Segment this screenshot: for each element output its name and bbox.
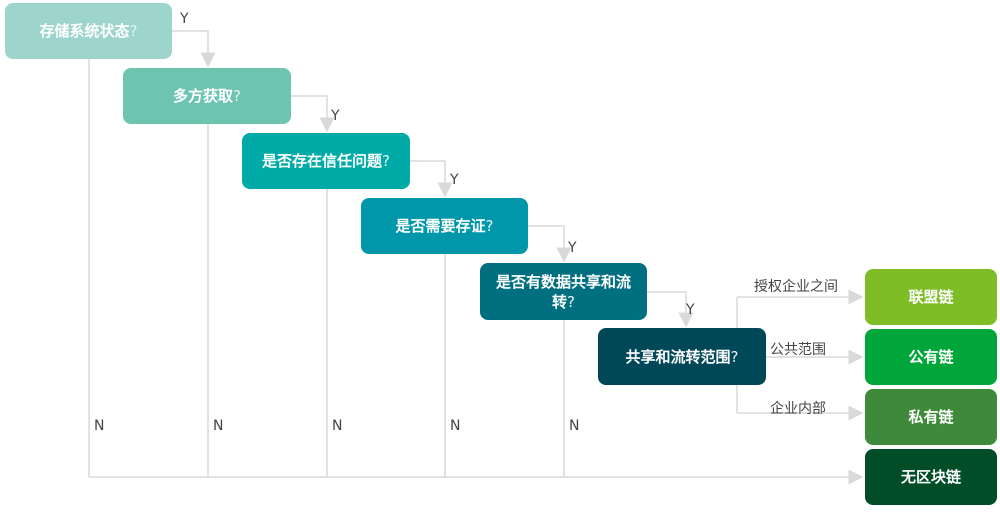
yes-label-4: Y <box>568 240 577 256</box>
question-mark: ? <box>485 217 494 235</box>
no-label-4: N <box>450 418 461 434</box>
result-private-chain: 私有链 <box>865 389 997 445</box>
no-label-3: N <box>332 418 343 434</box>
branch-label-authorized: 授权企业之间 <box>754 279 838 295</box>
question-text: 存储系统状态 <box>39 22 130 40</box>
question-text: 共享和流转范围 <box>625 347 731 366</box>
question-mark: ? <box>233 87 241 105</box>
yes-label-3: Y <box>450 172 459 188</box>
yes-arrow-4 <box>528 225 572 263</box>
question-text: 是否有数据共享和流转 <box>495 272 631 311</box>
no-label-5: N <box>569 418 580 434</box>
result-no-blockchain: 无区块链 <box>865 449 997 505</box>
question-trust: 是否存在信任问题? <box>242 133 410 189</box>
question-text: 多方获取 <box>173 87 234 105</box>
question-sharing-scope: 共享和流转范围? <box>598 328 766 385</box>
question-storage-state: 存储系统状态? <box>5 3 172 59</box>
question-text: 是否需要存证 <box>395 217 486 235</box>
yes-label-1: Y <box>180 11 189 27</box>
question-multi-party: 多方获取? <box>123 68 291 124</box>
result-public-chain: 公有链 <box>865 329 997 385</box>
yes-arrow-1 <box>172 30 216 68</box>
yes-label-2: Y <box>331 108 340 124</box>
yes-arrow-3 <box>410 160 453 198</box>
branch-label-public: 公共范围 <box>770 342 826 358</box>
question-mark: ? <box>382 152 390 170</box>
question-text: 是否存在信任问题 <box>262 152 383 170</box>
branch-label-internal: 企业内部 <box>770 401 826 417</box>
question-mark: ? <box>730 347 739 366</box>
no-label-2: N <box>213 418 224 434</box>
question-mark: ? <box>129 22 138 40</box>
question-evidence: 是否需要存证? <box>361 198 528 254</box>
yes-label-5: Y <box>686 302 695 318</box>
question-data-sharing: 是否有数据共享和流转? <box>480 263 647 320</box>
no-label-1: N <box>94 418 105 434</box>
result-consortium-chain: 联盟链 <box>865 269 997 325</box>
yes-arrow-2 <box>291 95 335 133</box>
yes-arrow-5 <box>647 291 694 328</box>
question-mark: ? <box>567 292 575 311</box>
